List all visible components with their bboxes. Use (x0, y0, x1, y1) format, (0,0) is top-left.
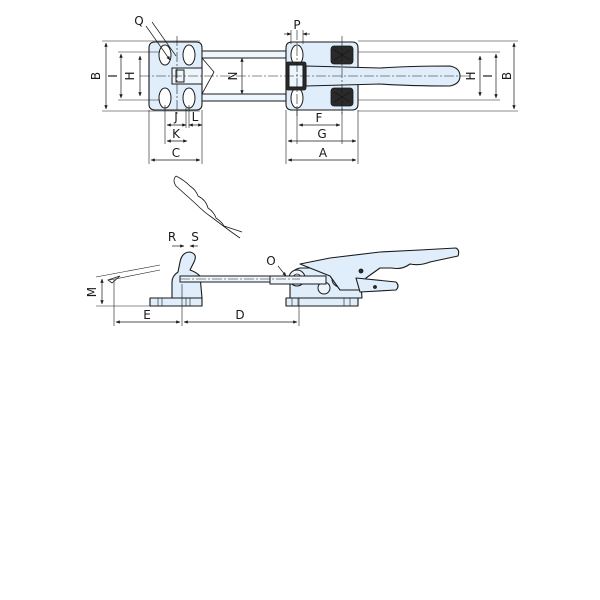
dim-label-e: E (143, 308, 151, 322)
dim-label-n: N (226, 72, 240, 81)
handle-side (299, 247, 460, 291)
dim-label-o: O (266, 254, 275, 268)
dim-label-h-right: H (464, 71, 478, 80)
side-view: O R S M E D (85, 175, 460, 326)
clamp-base-side (285, 297, 359, 307)
latch-upright (171, 251, 203, 299)
dim-label-i-right: I (481, 74, 495, 78)
u-bolt-arm-top (201, 50, 289, 59)
dim-label-g: G (317, 127, 326, 141)
handle-open-position (173, 175, 241, 239)
dim-label-f: F (316, 111, 323, 125)
dim-label-k: K (172, 127, 181, 141)
u-bolt-bend (201, 57, 215, 95)
mounting-slot (158, 44, 172, 66)
dim-label-i-left: I (106, 74, 120, 78)
dim-label-b-left: B (89, 72, 103, 80)
dim-label-b-right: B (500, 72, 514, 80)
dim-label-h-left: H (123, 71, 137, 80)
dim-label-m: M (85, 287, 99, 297)
dim-label-a: A (319, 146, 328, 160)
dim-label-c: C (172, 146, 180, 160)
trigger-lever (355, 277, 399, 293)
dim-label-s: S (191, 230, 199, 244)
lever-rod (269, 275, 327, 285)
u-bolt-arm-bottom (201, 93, 289, 102)
mounting-slot (182, 44, 196, 66)
dim-label-j: J (173, 110, 178, 124)
dim-label-d: D (235, 308, 244, 322)
dim-label-p: P (293, 18, 300, 32)
dim-label-q: Q (134, 14, 143, 28)
dim-label-r: R (168, 230, 176, 244)
dim-label-l: L (192, 110, 199, 124)
top-view: B H I B H I N Q P J (89, 14, 518, 164)
